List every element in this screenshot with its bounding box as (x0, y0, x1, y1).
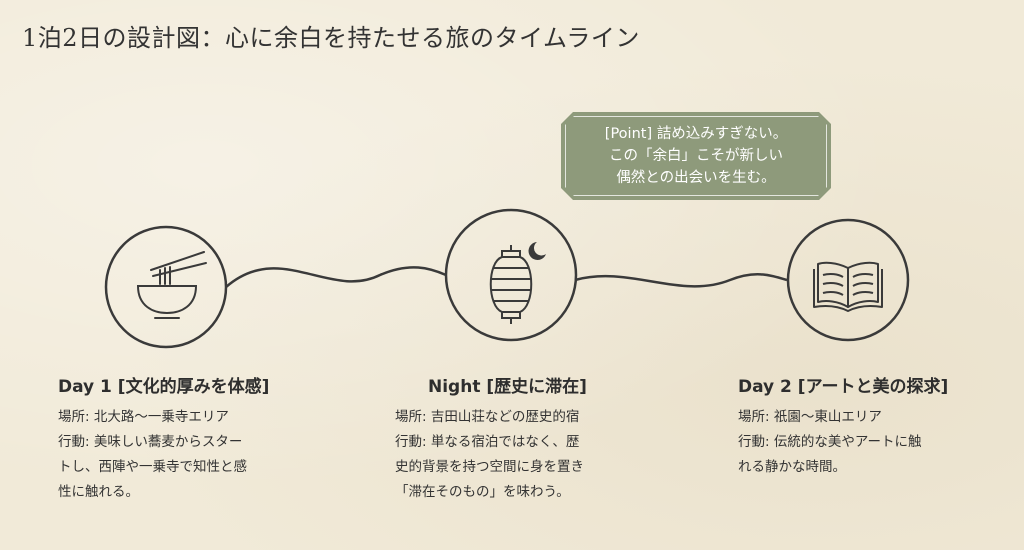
stage-title-day1: Day 1 [文化的厚みを体感] (58, 377, 270, 397)
callout-line: [Point] 詰め込みすぎない。 (604, 126, 788, 142)
callout-line: 偶然との出会いを生む。 (616, 170, 776, 186)
stage-desc-line: 史的背景を持つ空間に身を置き (395, 459, 584, 475)
stage-desc-night: 場所: 吉田山荘などの歴史的宿 行動: 単なる宿泊ではなく、歴 史的背景を持つ空… (395, 405, 584, 505)
stage-desc-line: れる静かな時間。 (738, 459, 846, 475)
stage-desc-line: 行動: 単なる宿泊ではなく、歴 (395, 434, 580, 450)
stage-desc-line: 「滞在そのもの」を味わう。 (395, 484, 570, 500)
connector-line-2 (574, 273, 788, 288)
stage-desc-line: 場所: 祇園〜東山エリア (738, 409, 882, 425)
stage-desc-day1: 場所: 北大路〜一乗寺エリア 行動: 美味しい蕎麦からスター トし、西陣や一乗寺… (58, 405, 247, 505)
callout-line: この「余白」こそが新しい (609, 148, 783, 164)
stage-desc-day2: 場所: 祇園〜東山エリア 行動: 伝統的な美やアートに触 れる静かな時間。 (738, 405, 922, 480)
stage-title-day2: Day 2 [アートと美の探求] (738, 377, 949, 397)
stage-circle-day1 (104, 225, 228, 349)
page-title: 1泊2日の設計図：心に余白を持たせる旅のタイムライン (22, 24, 640, 52)
stage-desc-line: 行動: 美味しい蕎麦からスター (58, 434, 243, 450)
noodle-bowl-icon (136, 251, 207, 319)
callout-border (565, 116, 827, 196)
stage-desc-line: トし、西陣や一乗寺で知性と感 (58, 459, 247, 475)
callout-text: [Point] 詰め込みすぎない。 この「余白」こそが新しい 偶然との出会いを生… (605, 123, 787, 189)
stage-desc-line: 場所: 吉田山荘などの歴史的宿 (395, 409, 580, 425)
stage-circle-night (444, 208, 578, 342)
stage-circle-day2 (786, 218, 910, 342)
stage-desc-line: 性に触れる。 (58, 484, 139, 500)
point-callout: [Point] 詰め込みすぎない。 この「余白」こそが新しい 偶然との出会いを生… (561, 112, 831, 200)
stage-title-night: Night [歴史に滞在] (428, 377, 587, 397)
connector-line-1 (225, 266, 447, 288)
stage-desc-line: 場所: 北大路〜一乗寺エリア (58, 409, 229, 425)
stage-desc-line: 行動: 伝統的な美やアートに触 (738, 434, 922, 450)
lantern-moon-icon (489, 242, 546, 324)
open-book-icon (813, 261, 883, 312)
